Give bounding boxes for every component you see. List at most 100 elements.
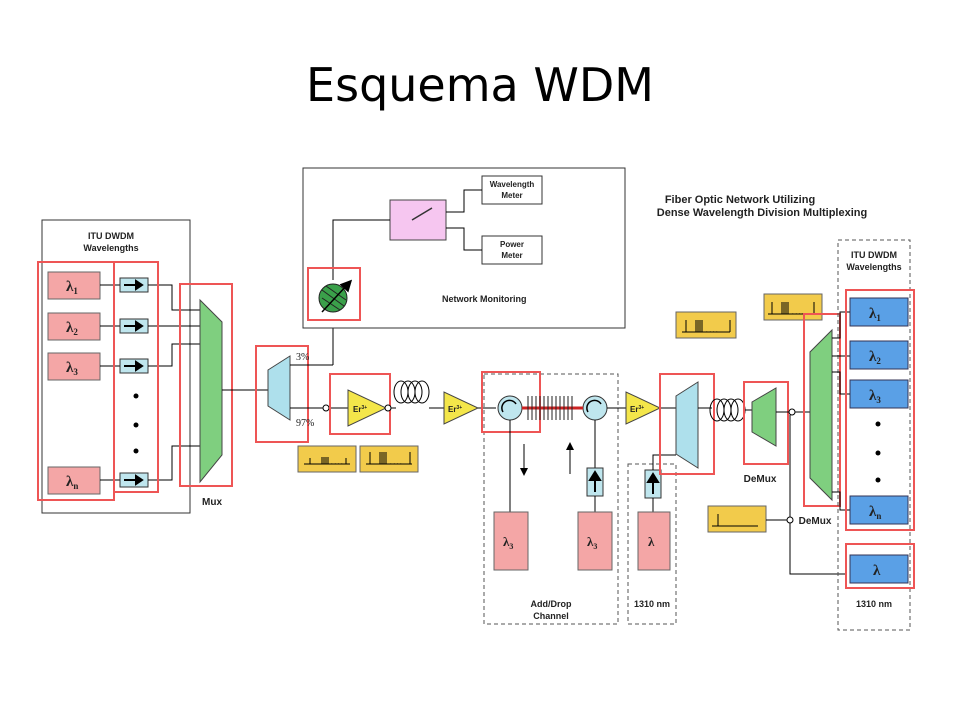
svg-text:Er3+: Er3+ [630, 405, 644, 414]
receiver-1310-symbol: λ [873, 563, 881, 579]
spectrum-display-5 [707, 505, 767, 533]
receiver-lambda-n-symbol: λ [869, 504, 877, 520]
ellipsis-dot [133, 393, 139, 399]
amplifier-2: Er3+ [443, 391, 480, 425]
right-panel-title-1: ITU DWDM [851, 250, 897, 260]
svg-text:λn: λn [869, 504, 881, 521]
drop-lambda-symbol: λ [503, 534, 510, 549]
mux-label: Mux [202, 497, 222, 508]
receiver-lambda-1: λ1 [849, 297, 909, 327]
demux-1: DeMux [743, 381, 789, 485]
svg-text:. . . .: . . . . [792, 310, 804, 316]
add-drop-label-1: Add/Drop [531, 599, 572, 609]
source-lambda-n: λn [47, 466, 101, 495]
ellipsis-dot [875, 450, 881, 456]
wdm-coupler [659, 373, 715, 475]
add-lambda-3 [577, 511, 613, 571]
svg-text:λ1: λ1 [66, 279, 78, 296]
receiver-lambda-3-symbol: λ [869, 388, 877, 404]
amp-1-label: Er [353, 405, 361, 414]
ellipsis-dot [133, 422, 139, 428]
wavelength-meter-label-1: Wavelength [490, 180, 535, 189]
power-meter-label-1: Power [500, 240, 524, 249]
amplifier-1: Er3+ [329, 373, 391, 435]
add-drop-label-2: Channel [533, 611, 569, 621]
source-lambda-1-symbol: λ [66, 279, 74, 295]
svg-text:λ3: λ3 [869, 388, 881, 405]
amplifier-3: Er3+ [625, 391, 662, 425]
svg-text:λ3: λ3 [503, 534, 513, 551]
isolator-up-arrow-icon [588, 470, 602, 492]
power-meter-label-2: Meter [501, 251, 522, 260]
isolator-arrow-icon [124, 320, 144, 332]
source-lambda-1-sub: 1 [73, 286, 78, 296]
tap-coupler: 3% 97% [255, 345, 314, 443]
network-monitoring-box: Network Monitoring Wavelength Meter Powe… [302, 167, 626, 329]
svg-text:λ3: λ3 [587, 534, 597, 551]
receiver-lambda-2: λ2 [849, 340, 909, 370]
demux-2: DeMux [799, 313, 841, 527]
optical-switch [389, 199, 447, 241]
source-lambda-1: λ1 [47, 271, 101, 300]
add-drop-section: λ3 λ3 Add/Drop Channel [481, 371, 619, 625]
amp-3-sup: 3+ [638, 405, 644, 411]
coupler-through-percent: 97% [296, 418, 314, 429]
slide-title: Esquema WDM [306, 58, 654, 112]
receiver-1310: λ [849, 554, 909, 584]
power-meter [481, 235, 543, 265]
wavelength-meter-label-2: Meter [501, 191, 522, 200]
left-panel-title-1: ITU DWDM [88, 231, 134, 241]
mid-1310-label: 1310 nm [634, 599, 670, 609]
add-lambda-symbol: λ [587, 534, 594, 549]
svg-text:Er3+: Er3+ [448, 405, 462, 414]
receiver-lambda-3-sub: 3 [876, 395, 881, 405]
svg-text:. . . .: . . . . [706, 328, 718, 334]
ellipsis-dot [875, 477, 881, 483]
svg-text:λn: λn [66, 474, 78, 491]
receiver-lambda-n: λn [849, 495, 909, 525]
isolator-arrow-icon [124, 474, 144, 486]
left-transmitter-panel: ITU DWDM Wavelengths λ1 λ2 λ3 λn [37, 219, 200, 514]
diagram-heading-line1: Fiber Optic Network Utilizing [665, 194, 815, 206]
ellipsis-dot [875, 421, 881, 427]
svg-text:. . . .: . . . . [390, 460, 402, 466]
spectrum-display-2: . . . . [359, 445, 419, 473]
right-receiver-panel: ITU DWDM Wavelengths λ1 λ2 λ3 λn λ 1310 [832, 239, 915, 631]
source-lambda-3-sub: 3 [73, 367, 78, 377]
source-lambda-2-sub: 2 [73, 327, 78, 337]
svg-text:λ2: λ2 [66, 320, 78, 337]
fiber-spool-2-icon [709, 398, 746, 422]
source-1310 [637, 511, 671, 571]
source-lambda-3-symbol: λ [66, 360, 74, 376]
receiver-lambda-1-symbol: λ [869, 306, 877, 322]
wavelength-meter [481, 175, 543, 205]
receiver-lambda-1-sub: 1 [876, 313, 881, 323]
svg-text:λ2: λ2 [869, 349, 881, 366]
mid-1310-section: λ 1310 nm [627, 454, 677, 625]
source-lambda-3: λ3 [47, 352, 101, 381]
isolator-arrow-icon [124, 279, 144, 291]
source-lambda-2: λ2 [47, 312, 101, 341]
svg-text:Er3+: Er3+ [353, 405, 367, 414]
source-1310-symbol: λ [648, 534, 655, 549]
svg-text:λ1: λ1 [869, 306, 881, 323]
isolator-up-arrow-icon [646, 472, 660, 494]
demux-2-label: DeMux [799, 516, 832, 527]
diagram-heading-line2: Dense Wavelength Division Multiplexing [657, 207, 867, 219]
spectrum-display-4: . . . . [763, 293, 823, 321]
receiver-lambda-n-sub: n [876, 511, 881, 521]
receiver-lambda-3: λ3 [849, 379, 909, 409]
svg-text:λ3: λ3 [66, 360, 78, 377]
amp-2-label: Er [448, 405, 456, 414]
svg-text:. . . .: . . . . [331, 460, 343, 466]
fiber-spool-1-icon [393, 380, 430, 404]
amp-1-sup: 3+ [361, 405, 367, 411]
add-lambda-sub: 3 [593, 542, 597, 551]
left-panel-title-2: Wavelengths [83, 243, 138, 253]
source-lambda-2-symbol: λ [66, 320, 74, 336]
source-lambda-n-symbol: λ [66, 474, 74, 490]
coupler-tap-percent: 3% [296, 352, 309, 363]
receiver-lambda-2-sub: 2 [876, 356, 881, 366]
isolator-arrow-icon [124, 360, 144, 372]
